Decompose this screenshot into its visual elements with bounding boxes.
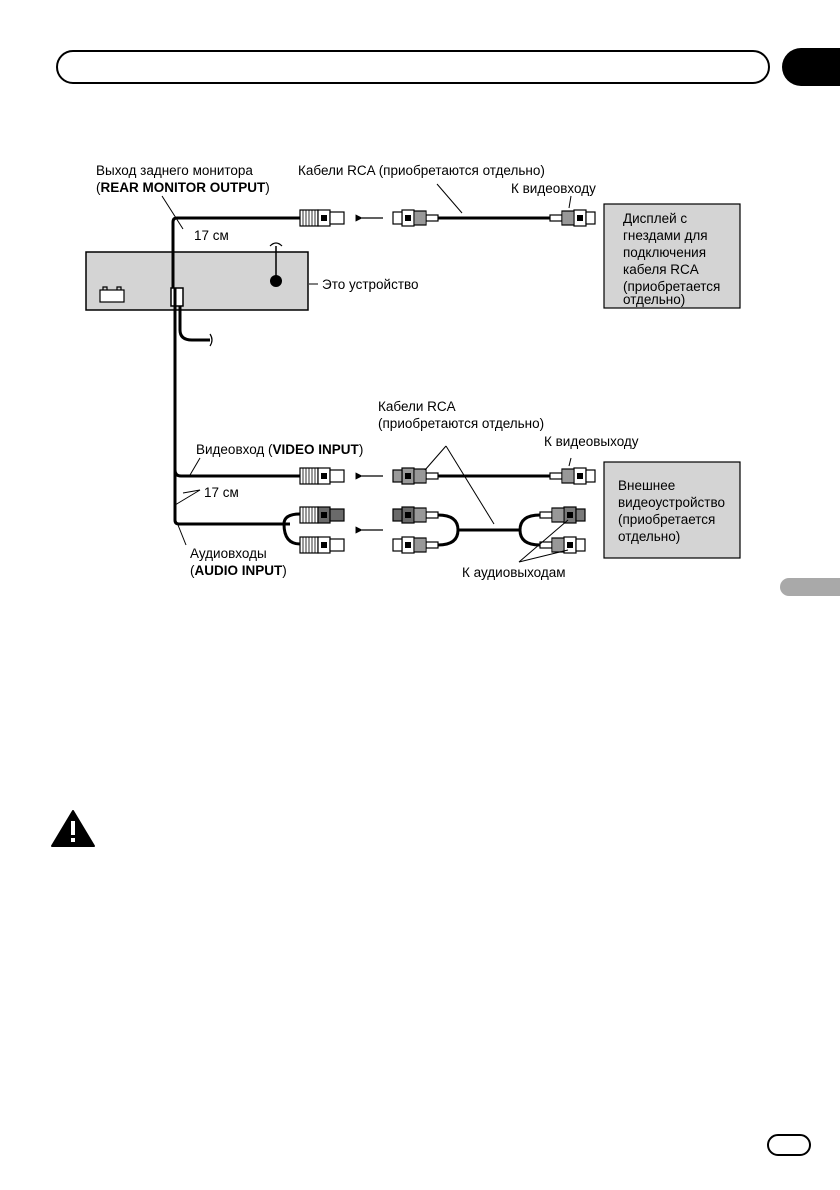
display-box bbox=[603, 203, 741, 309]
rear-monitor-output: REAR MONITOR OUTPUT bbox=[101, 180, 267, 195]
rca-plug-top-left bbox=[392, 209, 439, 227]
rca-plug-audio-1-right bbox=[539, 506, 586, 524]
rear-monitor-jack bbox=[299, 209, 345, 227]
to-video-input-label: К видеовходу bbox=[511, 181, 596, 196]
audio-input-name: AUDIO INPUT bbox=[195, 563, 284, 578]
rca-plug-audio-2-left bbox=[392, 536, 439, 554]
svg-text:(REAR MONITOR OUTPUT): (REAR MONITOR OUTPUT) bbox=[96, 180, 270, 195]
display-line-4: кабеля RCA bbox=[623, 262, 699, 277]
video-input-jack bbox=[299, 467, 345, 485]
side-section-tab bbox=[780, 578, 840, 596]
ext-line-1: Внешнее bbox=[618, 478, 675, 493]
length-top-label: 17 см bbox=[194, 228, 229, 243]
rca-cables-bottom-label-2: (приобретаются отдельно) bbox=[378, 416, 544, 431]
ext-device-box bbox=[603, 461, 741, 559]
this-unit-label: Это устройство bbox=[322, 277, 419, 292]
display-line-3: подключения bbox=[623, 245, 706, 260]
display-line-1: Дисплей с bbox=[623, 211, 687, 226]
video-input-label: Видеовход ( bbox=[196, 442, 273, 457]
display-line-6: отдельно) bbox=[623, 292, 685, 307]
warning-icon bbox=[51, 810, 95, 847]
rca-plug-video-left bbox=[392, 467, 439, 485]
rear-monitor-label: Выход заднего монитора bbox=[96, 163, 253, 178]
to-audio-outputs-label: К аудиовыходам bbox=[462, 565, 566, 580]
rca-plug-video-right bbox=[549, 467, 596, 485]
svg-text:Видеовход (VIDEO INPUT): Видеовход (VIDEO INPUT) bbox=[196, 442, 363, 457]
audio-input-jack-1 bbox=[299, 506, 345, 524]
ext-line-3: (приобретается bbox=[618, 512, 715, 527]
rca-plug-audio-1-left bbox=[392, 506, 439, 524]
audio-input-jack-2 bbox=[299, 536, 345, 554]
rca-cables-bottom-label-1: Кабели RCA bbox=[378, 399, 456, 414]
unit-connector bbox=[99, 289, 125, 303]
rca-cables-top-label: Кабели RCA (приобретаются отдельно) bbox=[298, 163, 545, 178]
audio-inputs-label: Аудиовходы bbox=[190, 546, 267, 561]
page-number-badge bbox=[767, 1134, 811, 1156]
ext-line-2: видеоустройство bbox=[618, 495, 725, 510]
unit-cable-port bbox=[170, 287, 184, 307]
rca-plug-top-right bbox=[549, 209, 596, 227]
ext-line-4: отдельно) bbox=[618, 529, 680, 544]
header-bar bbox=[56, 50, 770, 84]
rca-plug-audio-2-right bbox=[539, 536, 586, 554]
video-input-name: VIDEO INPUT bbox=[273, 442, 360, 457]
length-bottom-label: 17 см bbox=[204, 485, 239, 500]
section-tab bbox=[782, 48, 840, 86]
display-line-2: гнездами для bbox=[623, 228, 708, 243]
display-line-5: (приобретается bbox=[623, 279, 720, 294]
svg-text:(AUDIO INPUT): (AUDIO INPUT) bbox=[190, 563, 287, 578]
to-video-output-label: К видеовыходу bbox=[544, 434, 639, 449]
